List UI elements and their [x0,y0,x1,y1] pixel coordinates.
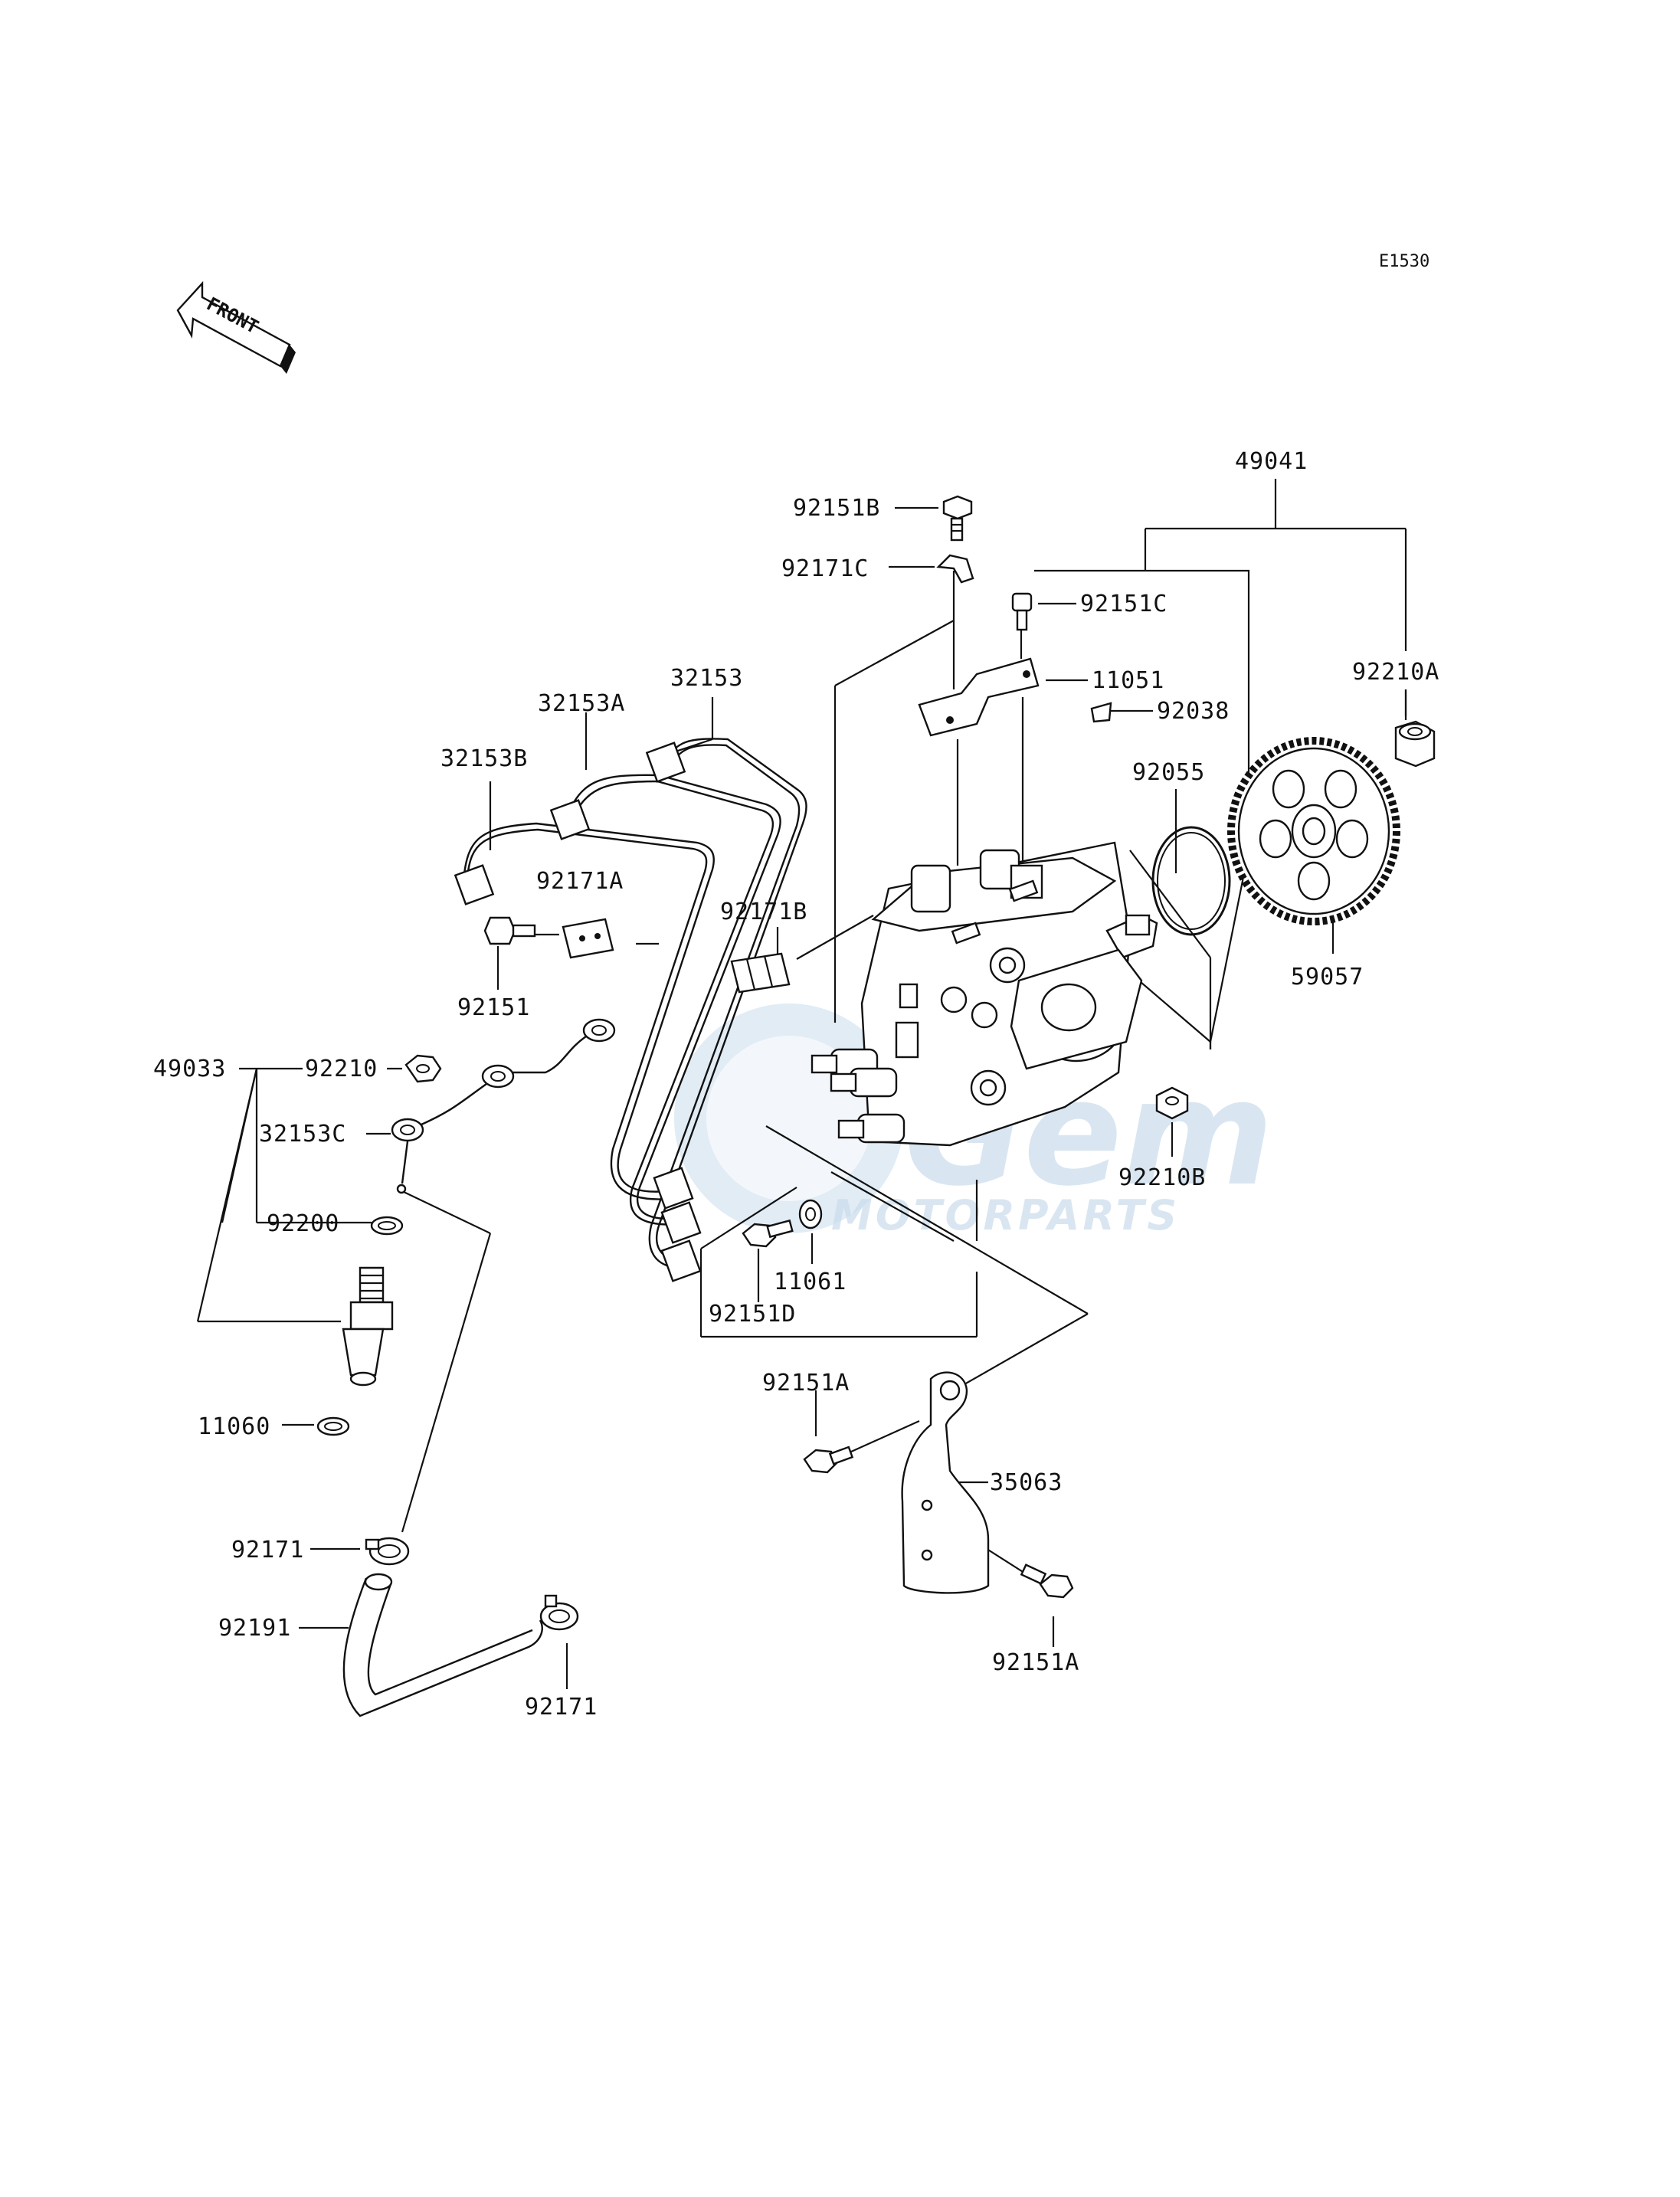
label-32153B: 32153B [440,745,528,772]
washer-11061 [798,1199,823,1229]
label-92151A-top: 92151A [762,1370,850,1396]
nut-92210B [1155,1086,1189,1120]
washer-11060 [316,1416,350,1436]
hose-92191 [342,1573,543,1717]
label-92200: 92200 [267,1210,339,1237]
label-92210B: 92210B [1118,1164,1206,1191]
injection-nozzle [342,1266,394,1387]
label-92151: 92151 [457,994,530,1021]
label-49033: 49033 [153,1056,226,1082]
label-92151B: 92151B [793,495,880,522]
bracket-11051 [918,657,1040,737]
label-92055: 92055 [1132,759,1205,786]
injection-pump [811,841,1158,1147]
injection-pipes [454,738,807,1282]
watermark-subtitle: MOTORPARTS [831,1191,1180,1239]
label-49041: 49041 [1235,448,1308,475]
diagram-code: E1530 [1379,252,1429,271]
front-arrow-icon: FRONT [176,280,296,374]
label-92171B: 92171B [720,899,807,925]
label-92210: 92210 [305,1056,378,1082]
part-labels: 49041 92151B 92171C 92151C 92210A 32153 … [153,448,1439,1721]
label-92151D: 92151D [709,1301,796,1328]
label-92038: 92038 [1157,698,1230,725]
pipe-nut-32153 [645,742,686,783]
label-92191: 92191 [218,1615,291,1642]
label-11051: 11051 [1092,667,1164,694]
washer-92200 [370,1216,404,1236]
label-32153C: 32153C [259,1121,346,1148]
label-92151A-bottom: 92151A [992,1649,1079,1676]
leader-lines [196,479,1407,1689]
clamp-92171B [730,952,791,994]
parts [316,495,1436,1717]
label-92151C: 92151C [1080,591,1167,617]
label-92171C: 92171C [781,555,869,582]
label-11061: 11061 [774,1269,847,1295]
bolt-92151C [1011,592,1033,631]
key-92038 [1090,702,1112,723]
return-pipe-32153C [391,1018,616,1194]
label-32153: 32153 [670,665,743,692]
label-92171-left: 92171 [231,1537,304,1563]
label-32153A: 32153A [538,690,625,717]
bracket-35063 [901,1371,990,1594]
bolt-92151B [942,495,973,542]
label-92171-bottom: 92171 [525,1694,598,1721]
hose-clamp-92171-right [539,1594,579,1631]
hose-clamp-92171-left [365,1537,410,1566]
label-35063: 35063 [990,1469,1063,1496]
nut-92210 [404,1054,442,1083]
label-59057: 59057 [1291,964,1364,990]
label-11060: 11060 [198,1413,270,1440]
clamp-92171A [562,918,614,959]
pipe-nut-32153A [549,799,591,840]
bolt-92151A-top [803,1446,854,1474]
o-ring-92055 [1151,826,1231,936]
label-92210A: 92210A [1352,659,1439,686]
delivery-valves [811,1048,905,1144]
label-92171A: 92171A [536,868,624,895]
bolt-92151D [742,1219,794,1248]
bolt-92151A-bottom [1020,1563,1074,1599]
pipe-nut-32153B [454,864,495,905]
gear-59057 [1227,737,1400,925]
clip-92171C [936,554,974,584]
bolt-92151 [483,916,536,945]
nut-92210A [1394,720,1436,768]
